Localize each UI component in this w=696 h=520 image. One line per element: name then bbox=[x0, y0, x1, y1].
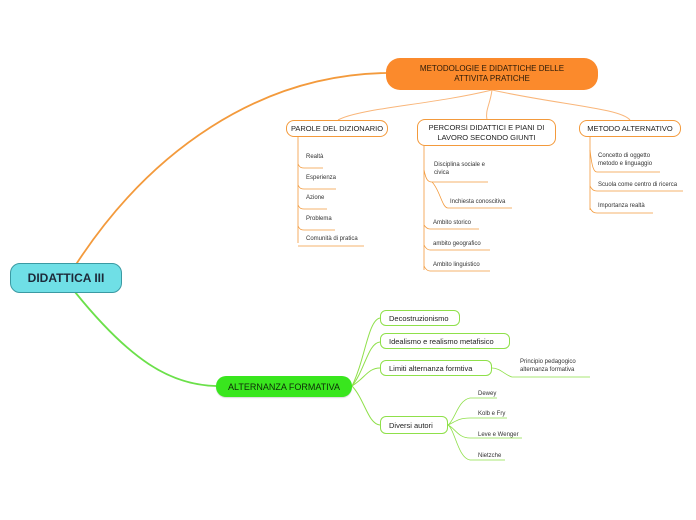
decostruzionismo-node[interactable]: Decostruzionismo bbox=[380, 310, 460, 326]
leaf-comunita-pratica[interactable]: Comunità di pratica bbox=[306, 236, 358, 242]
limiti-alternanza-node[interactable]: Limiti alternanza formtiva bbox=[380, 360, 492, 376]
percorsi-didattici-node[interactable]: PERCORSI DIDATTICI E PIANI DI LAVORO SEC… bbox=[417, 119, 556, 146]
idealismo-node[interactable]: Idealismo e realismo metafisico bbox=[380, 333, 510, 349]
leaf-nietzche[interactable]: Nietzche bbox=[478, 453, 502, 459]
leaf-leve-wenger[interactable]: Leve e Wenger bbox=[478, 432, 519, 438]
leaf-principio-pedagogico[interactable]: Principio pedagogico alternanza formativ… bbox=[520, 359, 576, 374]
parole-dizionario-node[interactable]: PAROLE DEL DIZIONARIO bbox=[286, 120, 388, 137]
green-main-node[interactable]: ALTERNANZA FORMATIVA bbox=[216, 376, 352, 397]
leaf-kolb-fry[interactable]: Kolb e Fry bbox=[478, 411, 506, 417]
orange-main-node[interactable]: METODOLOGIE E DIDATTICHE DELLE ATTIVITA … bbox=[386, 58, 598, 90]
leaf-importanza-realta[interactable]: Importanza realtà bbox=[598, 203, 645, 209]
leaf-ambito-storico[interactable]: Ambito storico bbox=[433, 220, 472, 226]
leaf-concetto-oggetto[interactable]: Concetto di oggetto metodo e linguaggio bbox=[598, 153, 653, 168]
root-node[interactable]: DIDATTICA III bbox=[10, 263, 122, 293]
metodo-alternativo-node[interactable]: METODO ALTERNATIVO bbox=[579, 120, 681, 137]
leaf-ambito-geografico[interactable]: ambito geografico bbox=[433, 241, 481, 247]
leaf-scuola-centro-ricerca[interactable]: Scuola come centro di ricerca bbox=[598, 182, 678, 188]
leaf-ambito-linguistico[interactable]: Ambito linguistico bbox=[433, 262, 480, 268]
leaf-dewey[interactable]: Dewey bbox=[478, 391, 497, 397]
leaf-esperienza[interactable]: Esperienza bbox=[306, 175, 337, 181]
leaf-problema[interactable]: Problema bbox=[306, 216, 332, 222]
diversi-autori-node[interactable]: Diversi autori bbox=[380, 416, 448, 434]
leaf-disciplina-sociale[interactable]: Disciplina sociale e civica bbox=[434, 162, 486, 177]
leaf-realta[interactable]: Realtà bbox=[306, 154, 324, 160]
leaf-azione[interactable]: Azione bbox=[306, 195, 325, 201]
leaf-inchiesta-conoscitiva[interactable]: Inchiesta conoscitiva bbox=[450, 199, 506, 205]
